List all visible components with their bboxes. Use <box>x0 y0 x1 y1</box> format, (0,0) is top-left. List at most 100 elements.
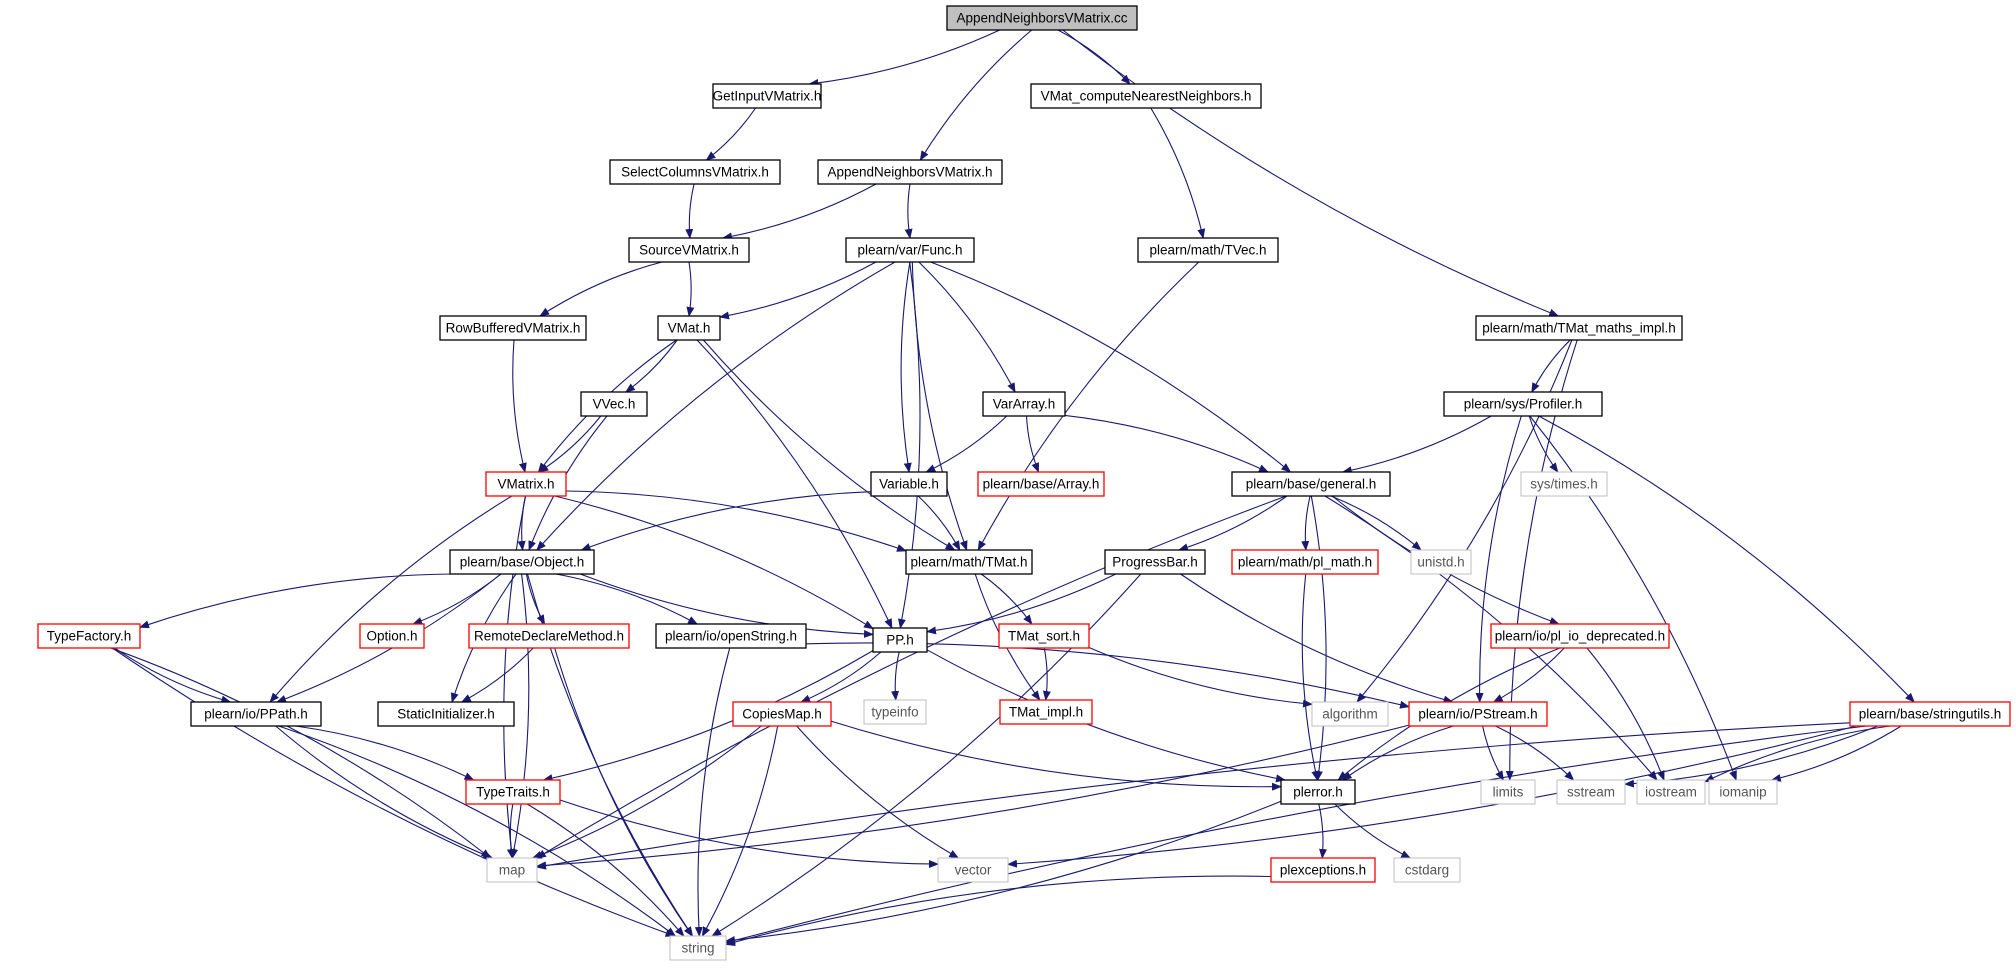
node-label: VMatrix.h <box>497 477 554 492</box>
node-plexceptions[interactable]: plexceptions.h <box>1270 857 1376 883</box>
node-label: plearn/io/pl_io_deprecated.h <box>1495 629 1665 644</box>
node-label: RemoteDeclareMethod.h <box>474 629 624 644</box>
node-selectcols[interactable]: SelectColumnsVMatrix.h <box>609 159 781 185</box>
node-box <box>439 315 587 341</box>
node-tmat[interactable]: plearn/math/TMat.h <box>905 549 1033 575</box>
node-box <box>732 701 832 727</box>
node-progress[interactable]: ProgressBar.h <box>1104 549 1206 575</box>
node-tmatmaths[interactable]: plearn/math/TMat_maths_impl.h <box>1475 315 1683 341</box>
node-box <box>1475 315 1683 341</box>
node-box <box>1030 83 1262 109</box>
node-box <box>1311 701 1389 727</box>
node-copiesmap[interactable]: CopiesMap.h <box>732 701 832 727</box>
node-ppath[interactable]: plearn/io/PPath.h <box>190 701 322 727</box>
node-vmatcnn[interactable]: VMat_computeNearestNeighbors.h <box>1030 83 1262 109</box>
dependency-edge-stringutils-map <box>536 722 1851 870</box>
dependency-edge-pp-typeinfo <box>891 651 900 701</box>
node-map: map <box>486 857 538 883</box>
dependency-edge-typefactory-ppath <box>114 647 232 704</box>
node-label: Option.h <box>366 629 417 644</box>
node-label: plearn/io/openString.h <box>665 629 797 644</box>
node-vmat[interactable]: VMat.h <box>657 315 721 341</box>
node-box <box>468 623 630 649</box>
dependency-edge-general-plmath <box>1301 495 1311 551</box>
node-option[interactable]: Option.h <box>359 623 425 649</box>
dependency-edge-remotedecl-string <box>554 647 693 937</box>
node-pp[interactable]: PP.h <box>872 627 928 653</box>
dependency-edge-tvec-tmat <box>977 261 1200 551</box>
dependency-edge-pstream-limits <box>1482 725 1504 781</box>
dependency-edge-stringutils-vector <box>1007 725 1857 868</box>
node-tmatsort[interactable]: TMat_sort.h <box>998 623 1090 649</box>
dependency-edge-vararray-general <box>1064 414 1269 473</box>
node-sourcevm[interactable]: SourceVMatrix.h <box>628 237 750 263</box>
node-root[interactable]: AppendNeighborsVMatrix.cc <box>946 5 1138 31</box>
dependency-edge-tmatmaths-profiler <box>1531 339 1571 393</box>
dependency-edge-object-pp <box>580 573 874 638</box>
dependency-edge-typefactory-string <box>112 647 676 937</box>
dependency-edge-rowbuf-vmatrix <box>512 339 527 473</box>
node-func[interactable]: plearn/var/Func.h <box>845 237 975 263</box>
node-label: SelectColumnsVMatrix.h <box>621 165 769 180</box>
node-remotedecl[interactable]: RemoteDeclareMethod.h <box>468 623 630 649</box>
node-plerror[interactable]: plerror.h <box>1280 779 1356 805</box>
node-typefactory[interactable]: TypeFactory.h <box>37 623 141 649</box>
node-stringutils[interactable]: plearn/base/stringutils.h <box>1849 701 2011 727</box>
node-plio[interactable]: plearn/io/pl_io_deprecated.h <box>1490 623 1670 649</box>
dependency-edge-object-typefactory <box>139 573 452 629</box>
node-staticinit[interactable]: StaticInitializer.h <box>377 701 515 727</box>
dependency-edge-plio-pstream <box>1492 647 1565 703</box>
node-label: cstdarg <box>1405 863 1449 878</box>
dependency-edge-tmatsort-tmatimpl <box>1042 647 1051 701</box>
node-vararray[interactable]: VarArray.h <box>982 391 1066 417</box>
dependency-edge-pp-copiesmap <box>800 651 882 703</box>
node-appendh[interactable]: AppendNeighborsVMatrix.h <box>817 159 1003 185</box>
node-label: PP.h <box>886 633 914 648</box>
node-box <box>1520 471 1608 497</box>
node-array[interactable]: plearn/base/Array.h <box>977 471 1105 497</box>
node-label: CopiesMap.h <box>742 707 822 722</box>
node-box <box>1137 237 1279 263</box>
dependency-edge-pp-plerror <box>926 649 1286 783</box>
node-box <box>1231 549 1379 575</box>
node-iomanip: iomanip <box>1708 779 1778 805</box>
dependency-edge-vmatrix-ppath <box>269 495 513 703</box>
dependency-edge-profiler-iomanip <box>1529 415 1737 781</box>
dependency-edge-general-plerror <box>1310 495 1327 781</box>
node-pstream[interactable]: plearn/io/PStream.h <box>1408 701 1548 727</box>
node-label: StaticInitializer.h <box>397 707 495 722</box>
node-label: plexceptions.h <box>1280 863 1366 878</box>
node-box <box>999 699 1093 725</box>
dependency-edge-plerror-plexceptions <box>1318 803 1328 859</box>
dependency-edge-plmath-plerror <box>1301 573 1320 781</box>
node-systimes: sys/times.h <box>1520 471 1608 497</box>
node-vmatrix[interactable]: VMatrix.h <box>485 471 567 497</box>
node-variable[interactable]: Variable.h <box>870 471 948 497</box>
node-typetraits[interactable]: TypeTraits.h <box>465 779 561 805</box>
dependency-edge-vararray-variable <box>925 415 1008 473</box>
node-label: typeinfo <box>871 705 918 720</box>
node-general[interactable]: plearn/base/general.h <box>1231 471 1391 497</box>
dependency-edge-copiesmap-vector <box>796 725 960 859</box>
node-tvec[interactable]: plearn/math/TVec.h <box>1137 237 1279 263</box>
dependency-edge-ppath-typetraits <box>295 725 475 781</box>
node-box <box>1104 549 1206 575</box>
dependency-edge-tmatsort-algorithm <box>1088 646 1313 708</box>
node-getinput[interactable]: GetInputVMatrix.h <box>712 83 822 109</box>
dependency-edge-func-general <box>930 261 1292 473</box>
node-label: plearn/base/general.h <box>1246 477 1377 492</box>
node-label: plearn/io/PPath.h <box>204 707 308 722</box>
node-openstring[interactable]: plearn/io/openString.h <box>655 623 807 649</box>
node-box <box>998 623 1090 649</box>
node-vvec[interactable]: VVec.h <box>580 391 648 417</box>
node-profiler[interactable]: plearn/sys/Profiler.h <box>1443 391 1603 417</box>
node-rowbuf[interactable]: RowBufferedVMatrix.h <box>439 315 587 341</box>
node-label: vector <box>955 863 992 878</box>
node-plmath[interactable]: plearn/math/pl_math.h <box>1231 549 1379 575</box>
node-box <box>845 237 975 263</box>
node-object[interactable]: plearn/base/Object.h <box>449 549 595 575</box>
dependency-edge-vmat-tmat <box>702 339 956 551</box>
node-tmatimpl[interactable]: TMat_impl.h <box>999 699 1093 725</box>
dependency-edge-ppath-map <box>275 725 494 859</box>
